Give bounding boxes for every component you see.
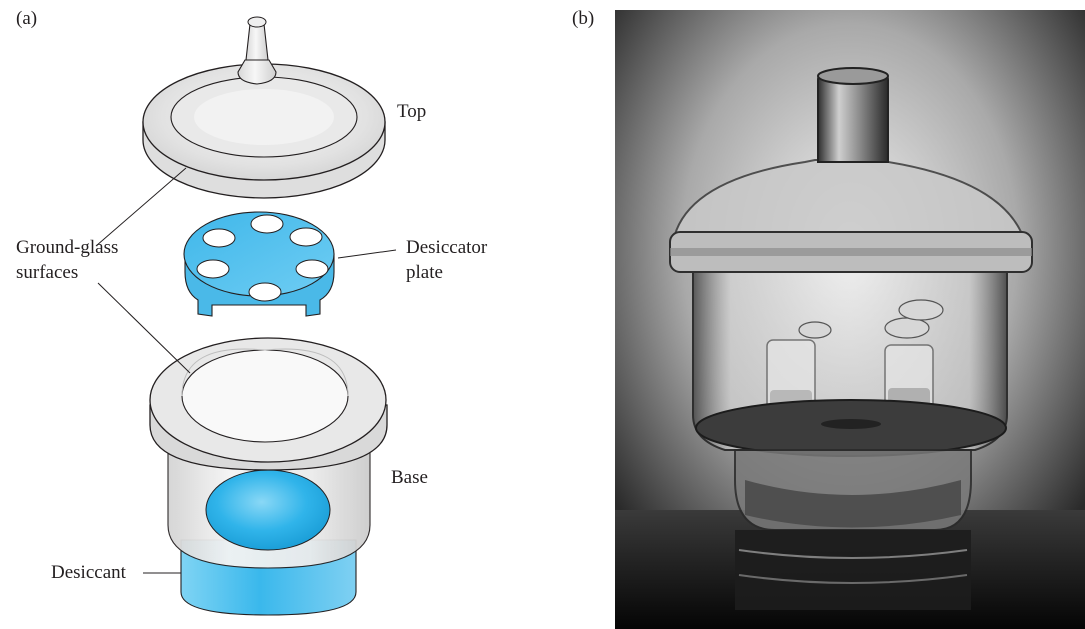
- panel-a-label: (a): [16, 8, 38, 29]
- label-ground-glass-line1: Ground-glass: [16, 237, 119, 258]
- label-desiccator-plate-line1: Desiccator: [406, 237, 488, 258]
- desiccator-plate: [183, 211, 335, 317]
- leader-lines: [95, 167, 397, 574]
- desiccator-top: [142, 16, 386, 199]
- panel-b-label: (b): [572, 8, 595, 29]
- desiccator-exploded-diagram: [95, 16, 397, 616]
- label-base: Base: [391, 467, 428, 488]
- label-desiccant: Desiccant: [51, 562, 126, 583]
- desiccator-photograph: [615, 10, 1085, 629]
- desiccator-base: [149, 337, 388, 616]
- label-ground-glass-line2: surfaces: [16, 262, 79, 283]
- label-top: Top: [397, 101, 427, 122]
- label-desiccator-plate-line2: plate: [406, 262, 443, 283]
